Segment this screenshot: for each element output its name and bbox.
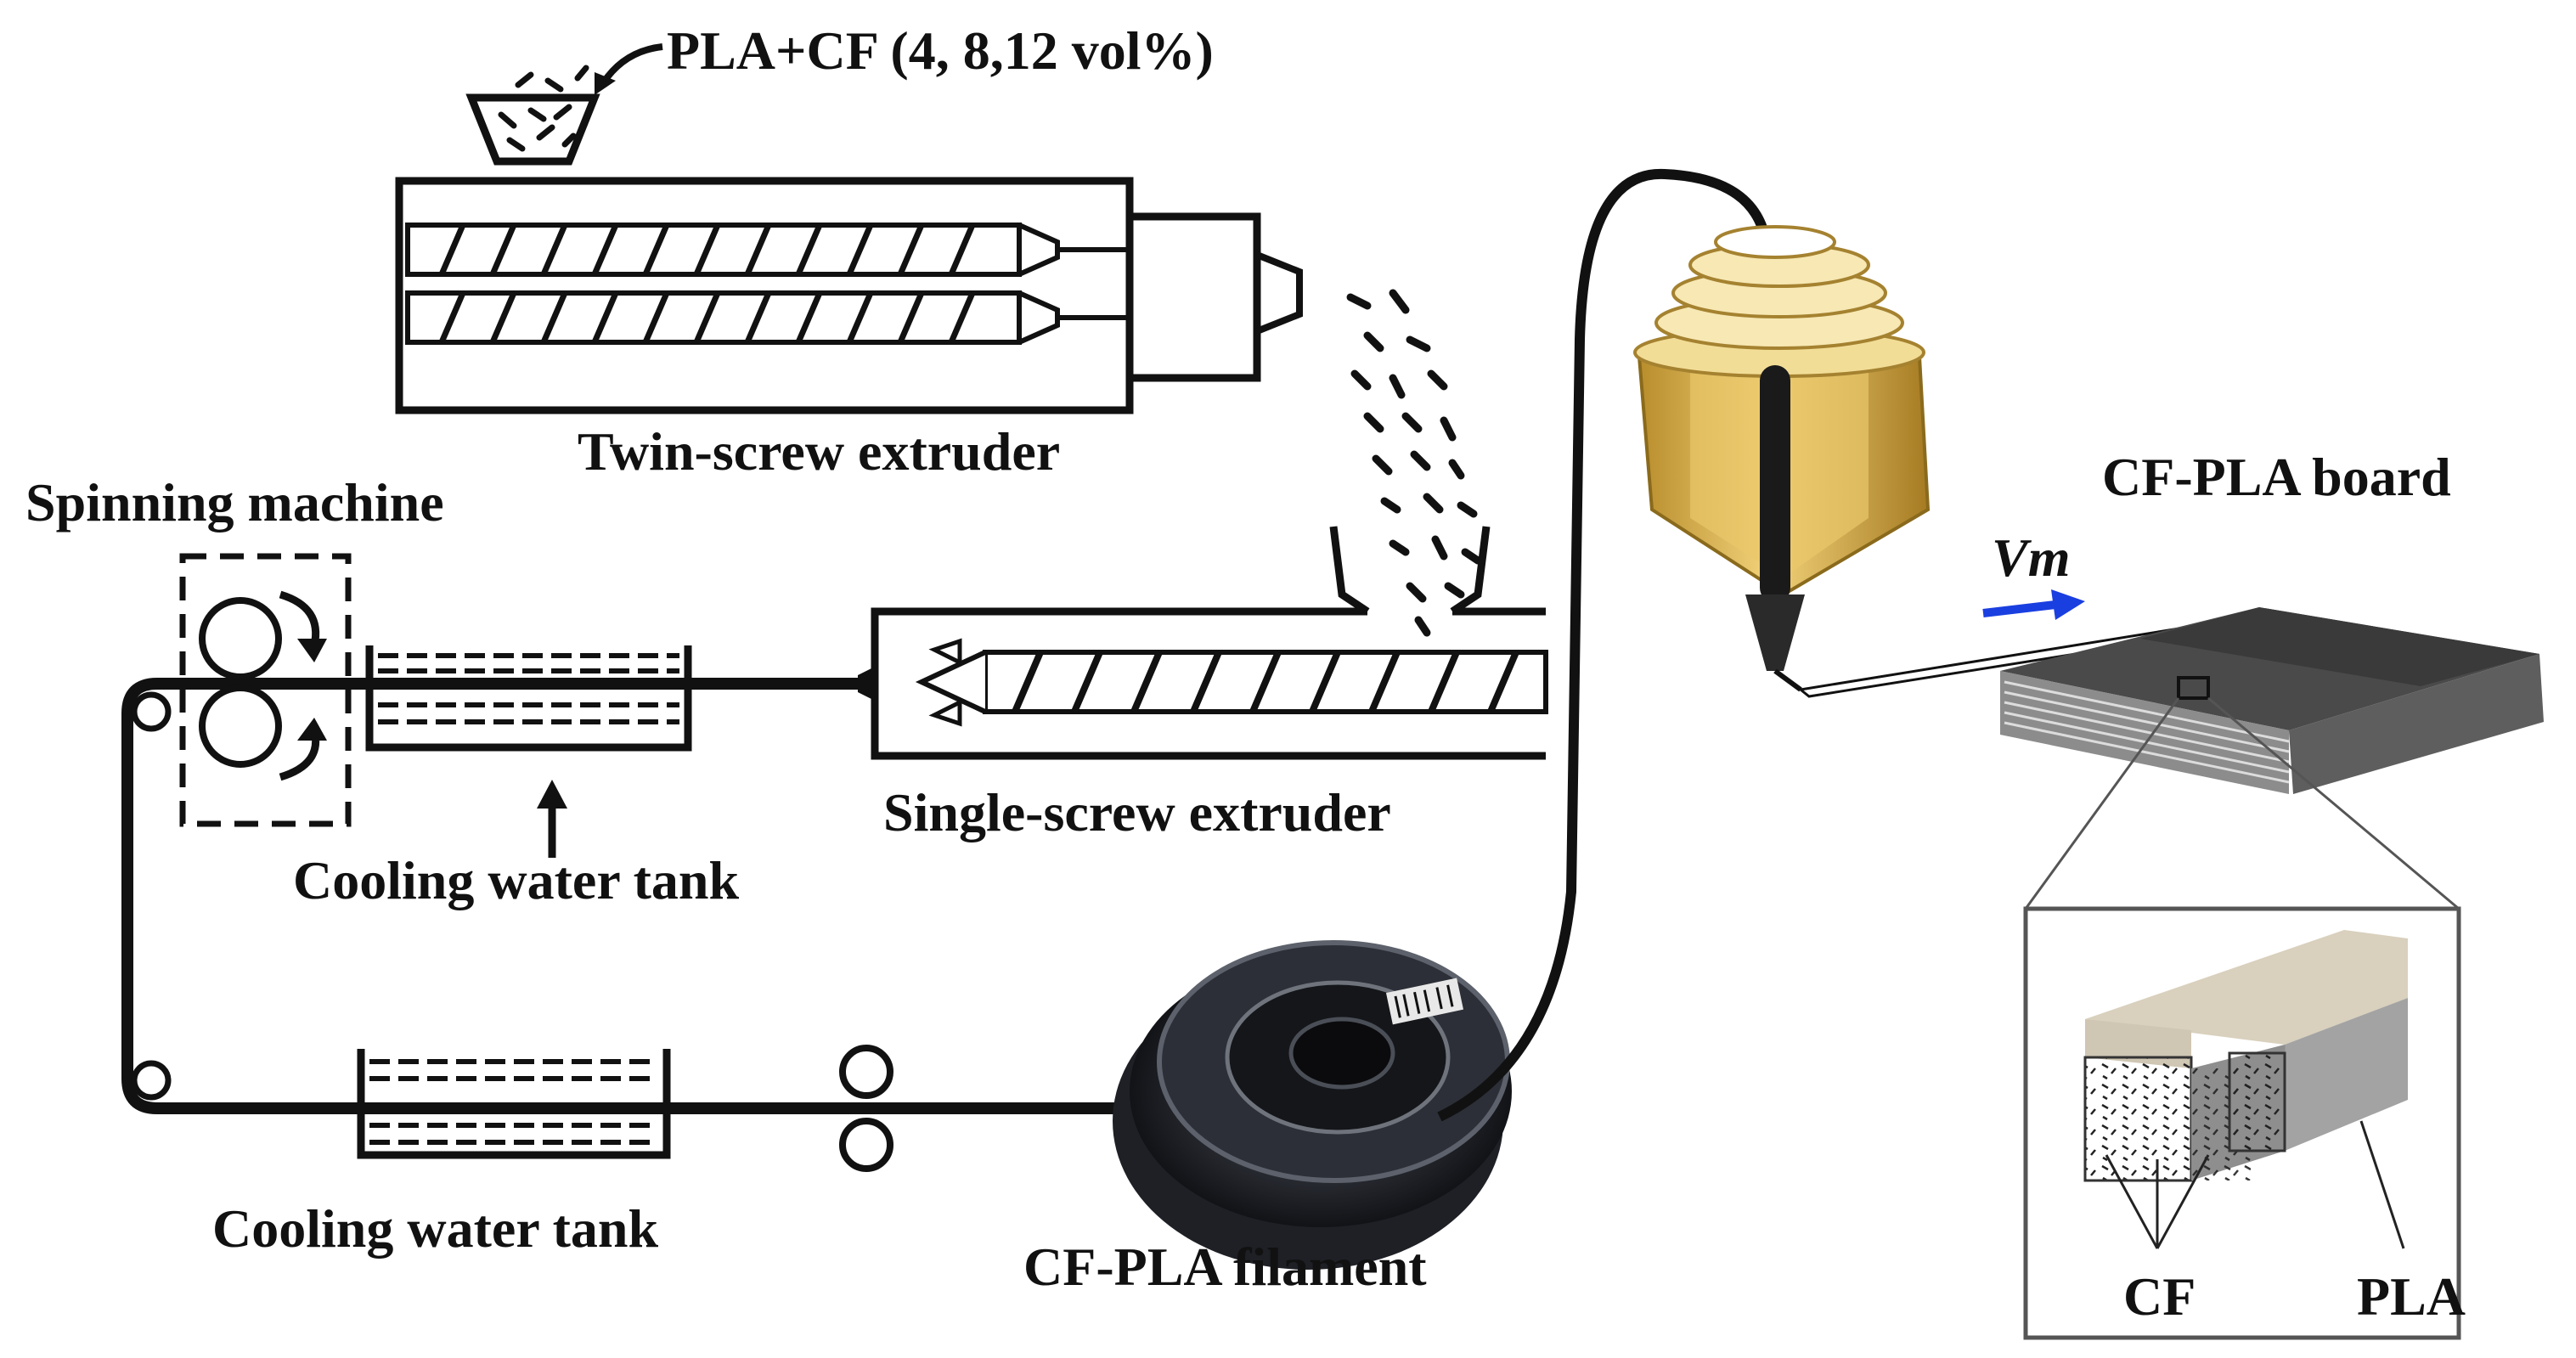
roller-icon	[839, 1045, 893, 1099]
spinning-machine	[179, 553, 352, 827]
twin-screw-flights	[438, 223, 976, 344]
cooling-water-tank-lower	[357, 1049, 671, 1159]
cooling-water-tank-upper	[365, 645, 692, 752]
pla-label: PLA	[2357, 1266, 2466, 1327]
cf-pla-board	[2000, 607, 2544, 794]
twin-screws	[405, 223, 1130, 345]
cf-pla-board-label: CF-PLA board	[2102, 447, 2451, 507]
pellet-stream	[1346, 289, 1482, 637]
feed-arrow-icon	[600, 43, 663, 86]
cf-label: CF	[2123, 1266, 2196, 1327]
printer-nozzle-icon	[1633, 225, 1931, 692]
roller-icon	[199, 685, 282, 768]
guide-roller-bottom	[131, 1060, 172, 1101]
cf-pla-filament-label: CF-PLA filament	[1023, 1237, 1427, 1297]
spinning-machine-label: Spinning machine	[25, 472, 444, 532]
filament-spool-icon	[1113, 940, 1512, 1270]
feed-particles	[498, 65, 589, 152]
guide-roller-top	[131, 691, 172, 732]
cooling-water-tank-lower-label: Cooling water tank	[212, 1198, 659, 1259]
velocity-arrow-icon	[1982, 589, 2085, 620]
single-screw-flights	[1012, 651, 1519, 713]
cooling-water-tank-upper-label: Cooling water tank	[293, 850, 740, 910]
velocity-label: Vm	[1992, 527, 2071, 588]
cross-section-inset	[2023, 906, 2461, 1340]
twin-screw-extruder	[395, 43, 1303, 414]
hopper-icon	[1329, 526, 1491, 615]
tank-pointer-arrow	[537, 780, 567, 858]
hopper-icon	[465, 93, 600, 166]
single-screw-extruder-label: Single-screw extruder	[883, 782, 1391, 842]
filament-path	[121, 678, 1121, 1114]
roller-icon	[839, 1118, 893, 1172]
single-screw-extruder	[858, 526, 1548, 760]
roller-icon	[199, 597, 282, 680]
filament-feed-line	[1437, 168, 1772, 1122]
twin-screw-extruder-label: Twin-screw extruder	[578, 421, 1061, 482]
feed-label: PLA+CF (4, 8,12 vol%)	[667, 20, 1214, 81]
